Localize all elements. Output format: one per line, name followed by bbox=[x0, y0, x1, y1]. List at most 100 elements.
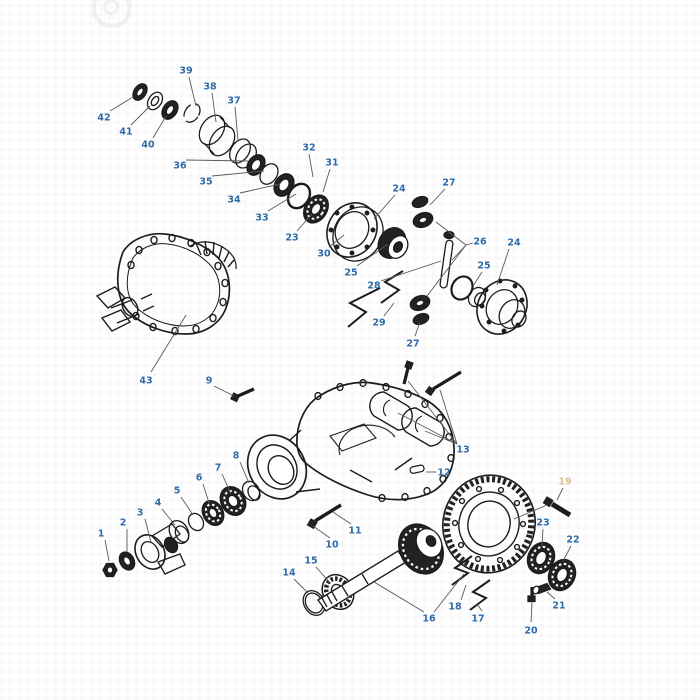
leader-line-15 bbox=[316, 567, 330, 583]
callout-37-2[interactable]: 37 bbox=[227, 96, 240, 107]
callout-4-29[interactable]: 4 bbox=[155, 498, 162, 509]
leader-line-37 bbox=[235, 107, 238, 140]
bearing-caps-shape bbox=[404, 368, 408, 384]
pinion-shim-stack-shape bbox=[150, 95, 160, 107]
axle-housing-shape bbox=[290, 430, 301, 440]
leader-line-6 bbox=[203, 484, 210, 506]
diff-case-cluster-shape bbox=[480, 304, 484, 308]
pin-and-bolt bbox=[307, 465, 424, 529]
callout-39-0[interactable]: 39 bbox=[179, 66, 192, 77]
callout-14-37[interactable]: 14 bbox=[282, 568, 296, 579]
pinion-shim-stack-shape bbox=[194, 111, 230, 150]
callout-10-35[interactable]: 10 bbox=[325, 540, 339, 551]
callout-23-12[interactable]: 23 bbox=[285, 233, 298, 244]
pinion-yoke-parts-shape bbox=[158, 554, 185, 574]
callout-25-18[interactable]: 25 bbox=[344, 268, 357, 279]
callout-17-41[interactable]: 17 bbox=[471, 614, 484, 625]
leader-line-31 bbox=[323, 169, 330, 192]
callout-6-27[interactable]: 6 bbox=[196, 473, 203, 484]
callout-19-42[interactable]: 19 bbox=[558, 477, 571, 488]
diff-case-cluster-shape bbox=[487, 320, 491, 324]
diff-case-cluster-shape bbox=[513, 284, 517, 288]
ring-gear-shape bbox=[521, 522, 526, 527]
diff-case-cluster-shape bbox=[516, 323, 520, 327]
diff-case-cluster bbox=[317, 194, 537, 343]
callout-8-25[interactable]: 8 bbox=[233, 451, 240, 462]
callout-30-13[interactable]: 30 bbox=[317, 249, 331, 260]
differential-carrier-assembly-shape bbox=[205, 241, 207, 254]
callout-25-19[interactable]: 25 bbox=[477, 261, 490, 272]
callout-20-43[interactable]: 20 bbox=[524, 626, 538, 637]
callout-2-31[interactable]: 2 bbox=[120, 518, 127, 529]
bearing-caps-shape bbox=[415, 416, 422, 432]
diff-case-cluster-shape bbox=[350, 205, 354, 209]
leader-line-8 bbox=[240, 462, 249, 483]
callout-1-32[interactable]: 1 bbox=[98, 529, 105, 540]
ring-gear-shape bbox=[477, 487, 482, 492]
lock-wires-shape bbox=[470, 580, 490, 610]
callout-3-30[interactable]: 3 bbox=[137, 508, 144, 519]
differential-carrier-assembly-shape bbox=[119, 295, 141, 319]
bearing-caps-shape bbox=[402, 408, 444, 446]
callout-18-40[interactable]: 18 bbox=[448, 602, 462, 613]
callout-38-1[interactable]: 38 bbox=[203, 82, 217, 93]
pinion-yoke-parts-shape bbox=[138, 539, 163, 566]
ring-gear-shape bbox=[452, 485, 527, 562]
callout-26-16[interactable]: 26 bbox=[473, 237, 487, 248]
callout-5-28[interactable]: 5 bbox=[174, 486, 181, 497]
differential-carrier-assembly-shape bbox=[228, 260, 234, 267]
callout-22-45[interactable]: 22 bbox=[566, 535, 579, 546]
diff-case-cluster-shape bbox=[371, 228, 375, 232]
callout-34-8[interactable]: 34 bbox=[227, 195, 241, 206]
callout-41-4[interactable]: 41 bbox=[119, 127, 132, 138]
diff-case-cluster-shape bbox=[365, 211, 369, 215]
leader-line-29 bbox=[384, 303, 394, 316]
callout-27-22[interactable]: 27 bbox=[406, 339, 419, 350]
pinion-shim-stack-shape bbox=[309, 202, 322, 216]
leader-line-7 bbox=[222, 474, 231, 494]
ring-gear bbox=[432, 465, 546, 583]
drive-pinion-shape bbox=[327, 595, 332, 604]
leader-line-42 bbox=[110, 97, 133, 111]
callout-12-34[interactable]: 12 bbox=[437, 468, 450, 479]
callout-11-36[interactable]: 11 bbox=[348, 526, 361, 537]
callout-36-6[interactable]: 36 bbox=[173, 161, 187, 172]
callout-29-21[interactable]: 29 bbox=[372, 318, 385, 329]
axle-housing-shape bbox=[350, 470, 372, 482]
pinion-yoke-parts-shape bbox=[173, 524, 192, 545]
diff-case-cluster-shape bbox=[502, 329, 506, 333]
callout-16-39[interactable]: 16 bbox=[422, 614, 436, 625]
callout-21-44[interactable]: 21 bbox=[552, 601, 565, 612]
diff-case-cluster-shape bbox=[317, 194, 387, 266]
pin-and-bolt-shape bbox=[315, 505, 341, 521]
diff-case-cluster-shape bbox=[520, 298, 524, 302]
callout-7-26[interactable]: 7 bbox=[215, 463, 222, 474]
callout-9-24[interactable]: 9 bbox=[206, 376, 213, 387]
callout-32-10[interactable]: 32 bbox=[302, 143, 315, 154]
callout-35-7[interactable]: 35 bbox=[199, 177, 212, 188]
callout-24-14[interactable]: 24 bbox=[392, 184, 406, 195]
axle-housing-shape bbox=[383, 384, 389, 391]
diff-case-cluster-shape bbox=[381, 271, 403, 303]
callout-33-9[interactable]: 33 bbox=[255, 213, 268, 224]
callout-42-3[interactable]: 42 bbox=[97, 113, 110, 124]
ring-gear-bolt-shape bbox=[552, 504, 570, 515]
callout-23-46[interactable]: 23 bbox=[536, 518, 549, 529]
axle-housing-shape bbox=[263, 451, 299, 489]
differential-carrier-assembly-shape bbox=[143, 306, 154, 311]
callout-13-33[interactable]: 13 bbox=[456, 445, 469, 456]
leader-line-13 bbox=[408, 381, 457, 444]
callout-28-20[interactable]: 28 bbox=[367, 281, 381, 292]
differential-carrier-assembly-shape bbox=[196, 243, 201, 255]
callout-31-11[interactable]: 31 bbox=[325, 158, 338, 169]
callout-43-23[interactable]: 43 bbox=[139, 376, 152, 387]
axle-housing-shape bbox=[249, 438, 305, 497]
differential-carrier-assembly-shape bbox=[220, 298, 226, 305]
leader-line-30 bbox=[329, 235, 344, 247]
callout-40-5[interactable]: 40 bbox=[141, 140, 155, 151]
callout-27-15[interactable]: 27 bbox=[442, 178, 455, 189]
callout-15-38[interactable]: 15 bbox=[304, 556, 317, 567]
diff-case-cluster-shape bbox=[350, 251, 354, 255]
callout-24-17[interactable]: 24 bbox=[507, 238, 521, 249]
bolt-9-shape bbox=[238, 389, 254, 396]
